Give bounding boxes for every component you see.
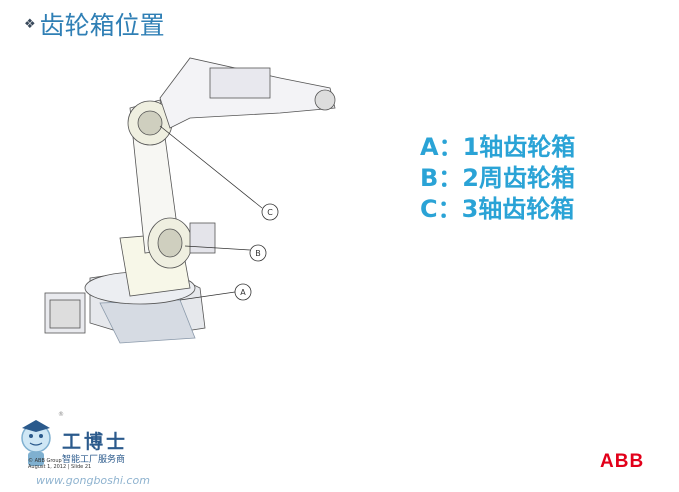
label-a: A：1轴齿轮箱 [420,133,576,161]
label-b: B：2周齿轮箱 [420,164,575,192]
watermark-name: 工博士 [62,431,129,453]
abb-logo: ABB [600,451,645,472]
callout-c: C [267,208,273,217]
callout-a: A [240,288,246,297]
gearbox-labels: A：1轴齿轮箱 B：2周齿轮箱 C：3轴齿轮箱 [420,132,575,225]
footer-info: © ABB Group August 1, 2012 | Slide 21 [28,458,91,470]
watermark-subtitle: 智能工厂服务商 [62,455,126,465]
footer-company: © ABB Group [28,458,62,464]
footer-date-slide: August 1, 2012 | Slide 21 [28,464,92,470]
mascot-logo-icon: ® [21,411,64,466]
label-c: C：3轴齿轮箱 [420,195,575,223]
robot-illustration: C B A [44,57,336,344]
slide-title: 齿轮箱位置 [39,11,165,40]
watermark-url: www.gongboshi.com [36,474,150,487]
svg-text:®: ® [58,411,64,418]
diamond-bullet-icon: ❖ [24,16,36,32]
slide-title-row: ❖ 齿轮箱位置 [24,6,165,42]
callout-b: B [255,249,261,258]
